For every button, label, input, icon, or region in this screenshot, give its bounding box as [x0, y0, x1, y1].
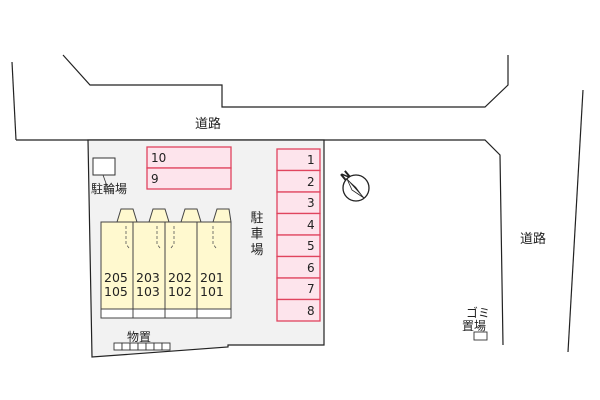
- road-top-edge: [62, 54, 509, 108]
- road-label-right: 道路: [520, 231, 546, 247]
- stair-dash-3: [170, 226, 175, 249]
- garbage-area-label-line-1: ゴミ: [466, 305, 490, 320]
- road-right-edge: [567, 89, 584, 353]
- apartment-building: 205 105 203 103 202 102 201 101: [100, 208, 232, 319]
- parking-slot-1: 1: [276, 148, 321, 172]
- storage-unit-6: [153, 342, 163, 351]
- stair-dash-1: [125, 226, 130, 249]
- storage-unit-5: [145, 342, 155, 351]
- parking-slot-5: 5: [276, 234, 321, 258]
- stair-dashes: [125, 226, 217, 249]
- storage-unit-7: [161, 342, 171, 351]
- room-col-202-102-body: [164, 221, 198, 310]
- stair-dash-2: [156, 226, 161, 249]
- parking-slot-5-number: 5: [307, 239, 315, 253]
- parking-lot-label-char-3: 場: [250, 243, 263, 258]
- stair-dash-4: [212, 226, 217, 249]
- parking-slot-8-number: 8: [307, 304, 315, 318]
- road-left-edge: [11, 61, 17, 141]
- garbage-area-box: [473, 331, 488, 341]
- room-number-101: 101: [200, 284, 224, 299]
- room-number-203: 203: [136, 270, 160, 285]
- parking-lot-label: 駐 車 場: [250, 211, 263, 258]
- parking-slot-7: 7: [276, 277, 321, 301]
- north-arrow-tail: [346, 178, 365, 199]
- parking-slot-2-number: 2: [307, 175, 315, 189]
- parking-lot-label-char-1: 駐: [250, 211, 263, 226]
- room-number-201: 201: [200, 270, 224, 285]
- storage-label: 物置: [127, 330, 151, 344]
- parking-slot-2: 2: [276, 169, 321, 193]
- parking-slot-8: 8: [276, 298, 321, 322]
- storage-unit-1: [113, 342, 123, 351]
- bicycle-parking-shed: [92, 157, 116, 176]
- room-col-201-101: [196, 221, 232, 310]
- parking-slot-9-box: [146, 167, 232, 190]
- garbage-area-label-line-2: 置場: [462, 319, 486, 333]
- room-col-205-105: [100, 221, 134, 310]
- parking-slot-10: 10: [146, 146, 232, 169]
- bicycle-parking-label: 駐輪場: [91, 181, 127, 196]
- storage-units: [113, 342, 171, 351]
- room-col-201-101-body: [196, 221, 232, 310]
- building-balcony-strip: [100, 308, 232, 319]
- parking-slot-6: 6: [276, 255, 321, 279]
- room-col-205-105-body: [100, 221, 134, 310]
- parking-slot-7-number: 7: [307, 282, 315, 296]
- parking-slot-6-number: 6: [307, 261, 315, 275]
- garbage-area-label: ゴミ 置場: [462, 305, 490, 333]
- north-arrow: N: [338, 168, 370, 202]
- parking-slot-4-number: 4: [307, 218, 315, 232]
- parking-slot-1-number: 1: [307, 153, 315, 167]
- parking-slot-9-number: 9: [151, 172, 159, 186]
- room-number-202: 202: [168, 270, 192, 285]
- parking-slot-10-number: 10: [151, 151, 166, 165]
- parking-slot-8-box: [276, 298, 321, 322]
- room-number-102: 102: [168, 284, 192, 299]
- storage-unit-3: [129, 342, 139, 351]
- room-col-202-102: [164, 221, 198, 310]
- road-label-top: 道路: [195, 116, 221, 132]
- parking-lot-label-char-2: 車: [250, 227, 263, 242]
- parking-slot-3: 3: [276, 191, 321, 215]
- balcony-dividers: [132, 309, 198, 318]
- bicycle-parking-leader: [102, 174, 108, 187]
- storage-unit-2: [121, 342, 131, 351]
- room-number-105: 105: [104, 284, 128, 299]
- storage-unit-4: [137, 342, 147, 351]
- room-number-205: 205: [104, 270, 128, 285]
- parking-slot-4: 4: [276, 212, 321, 236]
- room-number-103: 103: [136, 284, 160, 299]
- parking-slot-3-number: 3: [307, 196, 315, 210]
- parking-slot-9: 9: [146, 167, 232, 190]
